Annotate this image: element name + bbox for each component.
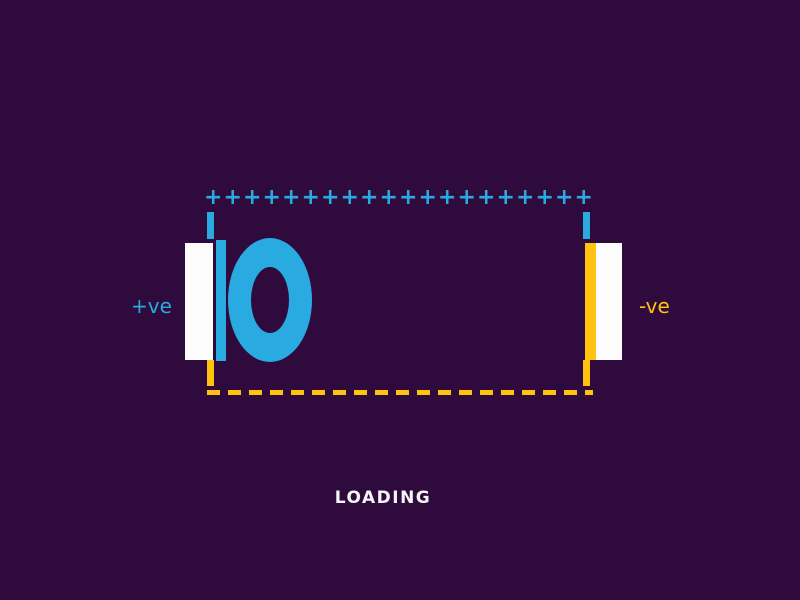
loading-text: LOADING <box>334 488 432 508</box>
negative-lead-bottom-left <box>207 360 214 386</box>
plus-charge-icon: + <box>477 185 496 210</box>
counter-digit-zero-hole <box>251 267 289 333</box>
positive-terminal-label: +ve <box>131 294 172 318</box>
plus-charge-icon: + <box>360 185 379 210</box>
plus-charge-icon: + <box>340 185 359 210</box>
positive-lead-top-left <box>207 212 214 239</box>
negative-terminal-label: -ve <box>639 294 670 318</box>
plus-charge-icon: + <box>574 185 593 210</box>
negative-electrode-stripe <box>585 243 596 360</box>
negative-lead-bottom-right <box>583 360 590 386</box>
plus-charge-icon: + <box>379 185 398 210</box>
plus-charge-icon: + <box>399 185 418 210</box>
plus-charge-icon: + <box>457 185 476 210</box>
plus-charge-icon: + <box>262 185 281 210</box>
positive-electrode-stripe <box>216 240 226 361</box>
positive-lead-top-right <box>583 212 590 239</box>
plus-charge-icon: + <box>438 185 457 210</box>
positive-charge-row: ++++++++++++++++++++ <box>204 187 593 209</box>
plus-charge-icon: + <box>223 185 242 210</box>
plus-charge-icon: + <box>243 185 262 210</box>
plus-charge-icon: + <box>496 185 515 210</box>
plus-charge-icon: + <box>321 185 340 210</box>
negative-charge-dashed-wire <box>207 390 593 395</box>
positive-electrode <box>185 243 213 360</box>
plus-charge-icon: + <box>555 185 574 210</box>
plus-charge-icon: + <box>301 185 320 210</box>
plus-charge-icon: + <box>535 185 554 210</box>
plus-charge-icon: + <box>282 185 301 210</box>
plus-charge-icon: + <box>516 185 535 210</box>
counter-digit-zero <box>228 238 312 362</box>
negative-electrode <box>596 243 622 360</box>
plus-charge-icon: + <box>418 185 437 210</box>
plus-charge-icon: + <box>204 185 223 210</box>
